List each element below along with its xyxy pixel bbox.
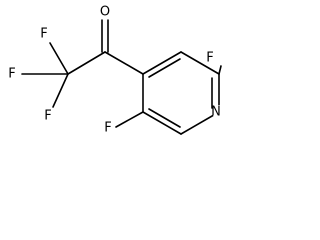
bond-cf3-c-to-f-lower (52, 73, 69, 108)
ring-bond-n-c6 (180, 111, 220, 135)
fluorine-cf3-left-bg (5, 67, 19, 81)
bond-cf3-c-to-f-upper (49, 42, 69, 75)
chemical-structure: O F F F F F N (5, 5, 222, 136)
oxygen-label-bg (98, 5, 112, 19)
oxygen-atom-label: O (100, 5, 110, 20)
nitrogen-atom-label: N (211, 105, 221, 120)
fluorine-ring-5-bg (101, 121, 115, 135)
ring-bond-c4-c3-inner (148, 58, 181, 78)
ring-bond-c6-c5-inner (148, 108, 181, 128)
bond-cf3-c-to-carbonyl-c (67, 51, 106, 75)
bond-ring-c5-to-f (115, 111, 144, 128)
ring-bond-c6-c5 (142, 111, 182, 135)
fluorine-ring-2-bg (204, 52, 216, 64)
bond-ring-c2-to-f (218, 65, 222, 75)
bond-carbonyl-c-to-ring-c4 (104, 51, 144, 75)
fluorine-cf3-lower-bg (41, 109, 55, 123)
ring-bond-c4-c3 (142, 51, 182, 75)
bond-layer (21, 19, 222, 135)
ring-bond-c3-c2 (180, 51, 220, 75)
fluorine-cf3-upper-bg (37, 27, 51, 41)
fluorine-ring-2-label: F (206, 51, 213, 66)
fluorine-ring-5-label: F (104, 121, 111, 136)
fluorine-cf3-upper-label: F (40, 27, 47, 42)
fluorine-cf3-lower-label: F (44, 109, 51, 124)
fluorine-cf3-left-label: F (8, 67, 15, 82)
nitrogen-bg (212, 105, 222, 119)
atom-label-layer: O F F F F F N (5, 5, 222, 136)
